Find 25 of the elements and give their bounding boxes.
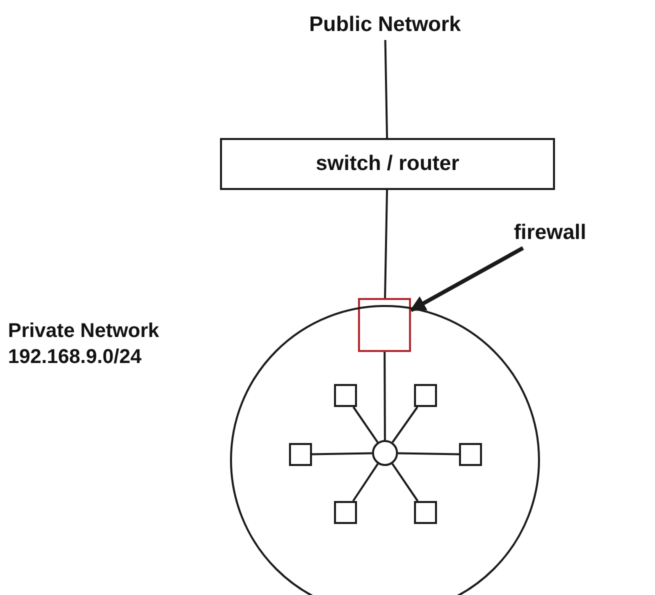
switch-router-box <box>220 138 555 190</box>
connector-line <box>384 40 388 138</box>
connector-line <box>392 406 418 443</box>
hub-circle <box>372 440 398 466</box>
connector-line <box>398 452 460 456</box>
device-box <box>414 501 437 524</box>
network-label: Public Network <box>309 13 461 37</box>
firewall-box <box>358 298 411 352</box>
connector-line <box>384 352 386 440</box>
connector-line <box>391 463 418 502</box>
connector-line <box>384 190 388 298</box>
connector-line <box>312 452 372 456</box>
device-box <box>334 384 357 407</box>
network-circle <box>230 305 540 595</box>
firewall-label: firewall <box>514 221 586 245</box>
connector-line <box>352 463 379 502</box>
arrow <box>410 246 524 312</box>
device-box <box>414 384 437 407</box>
device-box <box>334 501 357 524</box>
connector-line <box>352 406 378 443</box>
device-box <box>289 443 312 466</box>
device-box <box>459 443 482 466</box>
node-label: switch / router <box>316 152 460 176</box>
network-label: 192.168.9.0/24 <box>8 345 142 370</box>
network-label: Private Network <box>8 319 160 344</box>
